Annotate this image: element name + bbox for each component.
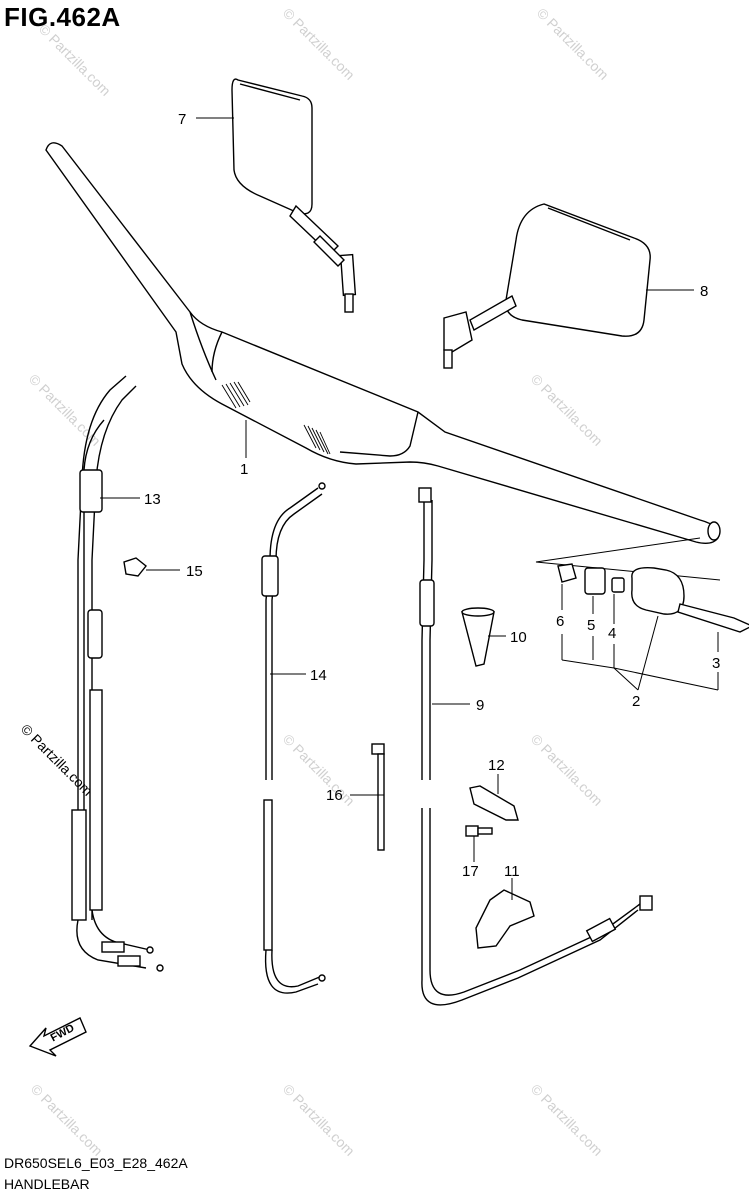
watermark: © Partzilla.com (28, 1081, 106, 1159)
callout-17: 17 (462, 863, 479, 880)
bolt-17 (465, 825, 493, 837)
cable-9 (418, 487, 653, 1006)
callout-15: 15 (186, 563, 203, 580)
callout-14: 14 (310, 667, 327, 684)
callout-7: 7 (178, 111, 186, 128)
watermark: © Partzilla.com (280, 1081, 358, 1159)
mirror-right (443, 203, 651, 369)
leader-lines (100, 117, 719, 900)
watermark: © Partzilla.com (280, 731, 358, 809)
figure-title: FIG.462A (4, 2, 121, 32)
callout-1: 1 (240, 461, 248, 478)
callout-16: 16 (326, 787, 343, 804)
bar-end-parts (557, 563, 749, 633)
callout-13: 13 (144, 491, 161, 508)
figure-code: DR650SEL6_E03_E28_462A (4, 1155, 188, 1171)
mirror-left (231, 78, 357, 313)
cable-tie-16 (371, 743, 385, 851)
callout-2: 2 (632, 693, 640, 710)
watermark: © Partzilla.com (280, 5, 358, 83)
callout-5: 5 (587, 617, 595, 634)
callout-9: 9 (476, 697, 484, 714)
figure-name: HANDLEBAR (4, 1176, 90, 1192)
callouts: 7 8 1 13 15 6 5 4 10 3 14 2 9 12 16 17 1… (144, 111, 720, 880)
throttle-cables (71, 375, 164, 972)
bracket-11 (475, 889, 535, 949)
watermark: © Partzilla.com (534, 5, 612, 83)
watermark: © Partzilla.com (528, 1081, 606, 1159)
boot-10 (461, 607, 495, 667)
fwd-arrow: FWD (28, 1017, 87, 1057)
clip-15 (123, 557, 147, 577)
bracket-12 (469, 785, 519, 821)
handlebar (45, 142, 721, 581)
watermark: © Partzilla.com (528, 371, 606, 449)
callout-12: 12 (488, 757, 505, 774)
watermark: © Partzilla.com (36, 21, 114, 99)
cable-14 (261, 482, 326, 994)
callout-8: 8 (700, 283, 708, 300)
callout-11: 11 (504, 863, 520, 880)
callout-4: 4 (608, 625, 616, 642)
callout-10: 10 (510, 629, 527, 646)
callout-6: 6 (556, 613, 564, 630)
callout-3: 3 (712, 655, 720, 672)
watermark: © Partzilla.com (528, 731, 606, 809)
